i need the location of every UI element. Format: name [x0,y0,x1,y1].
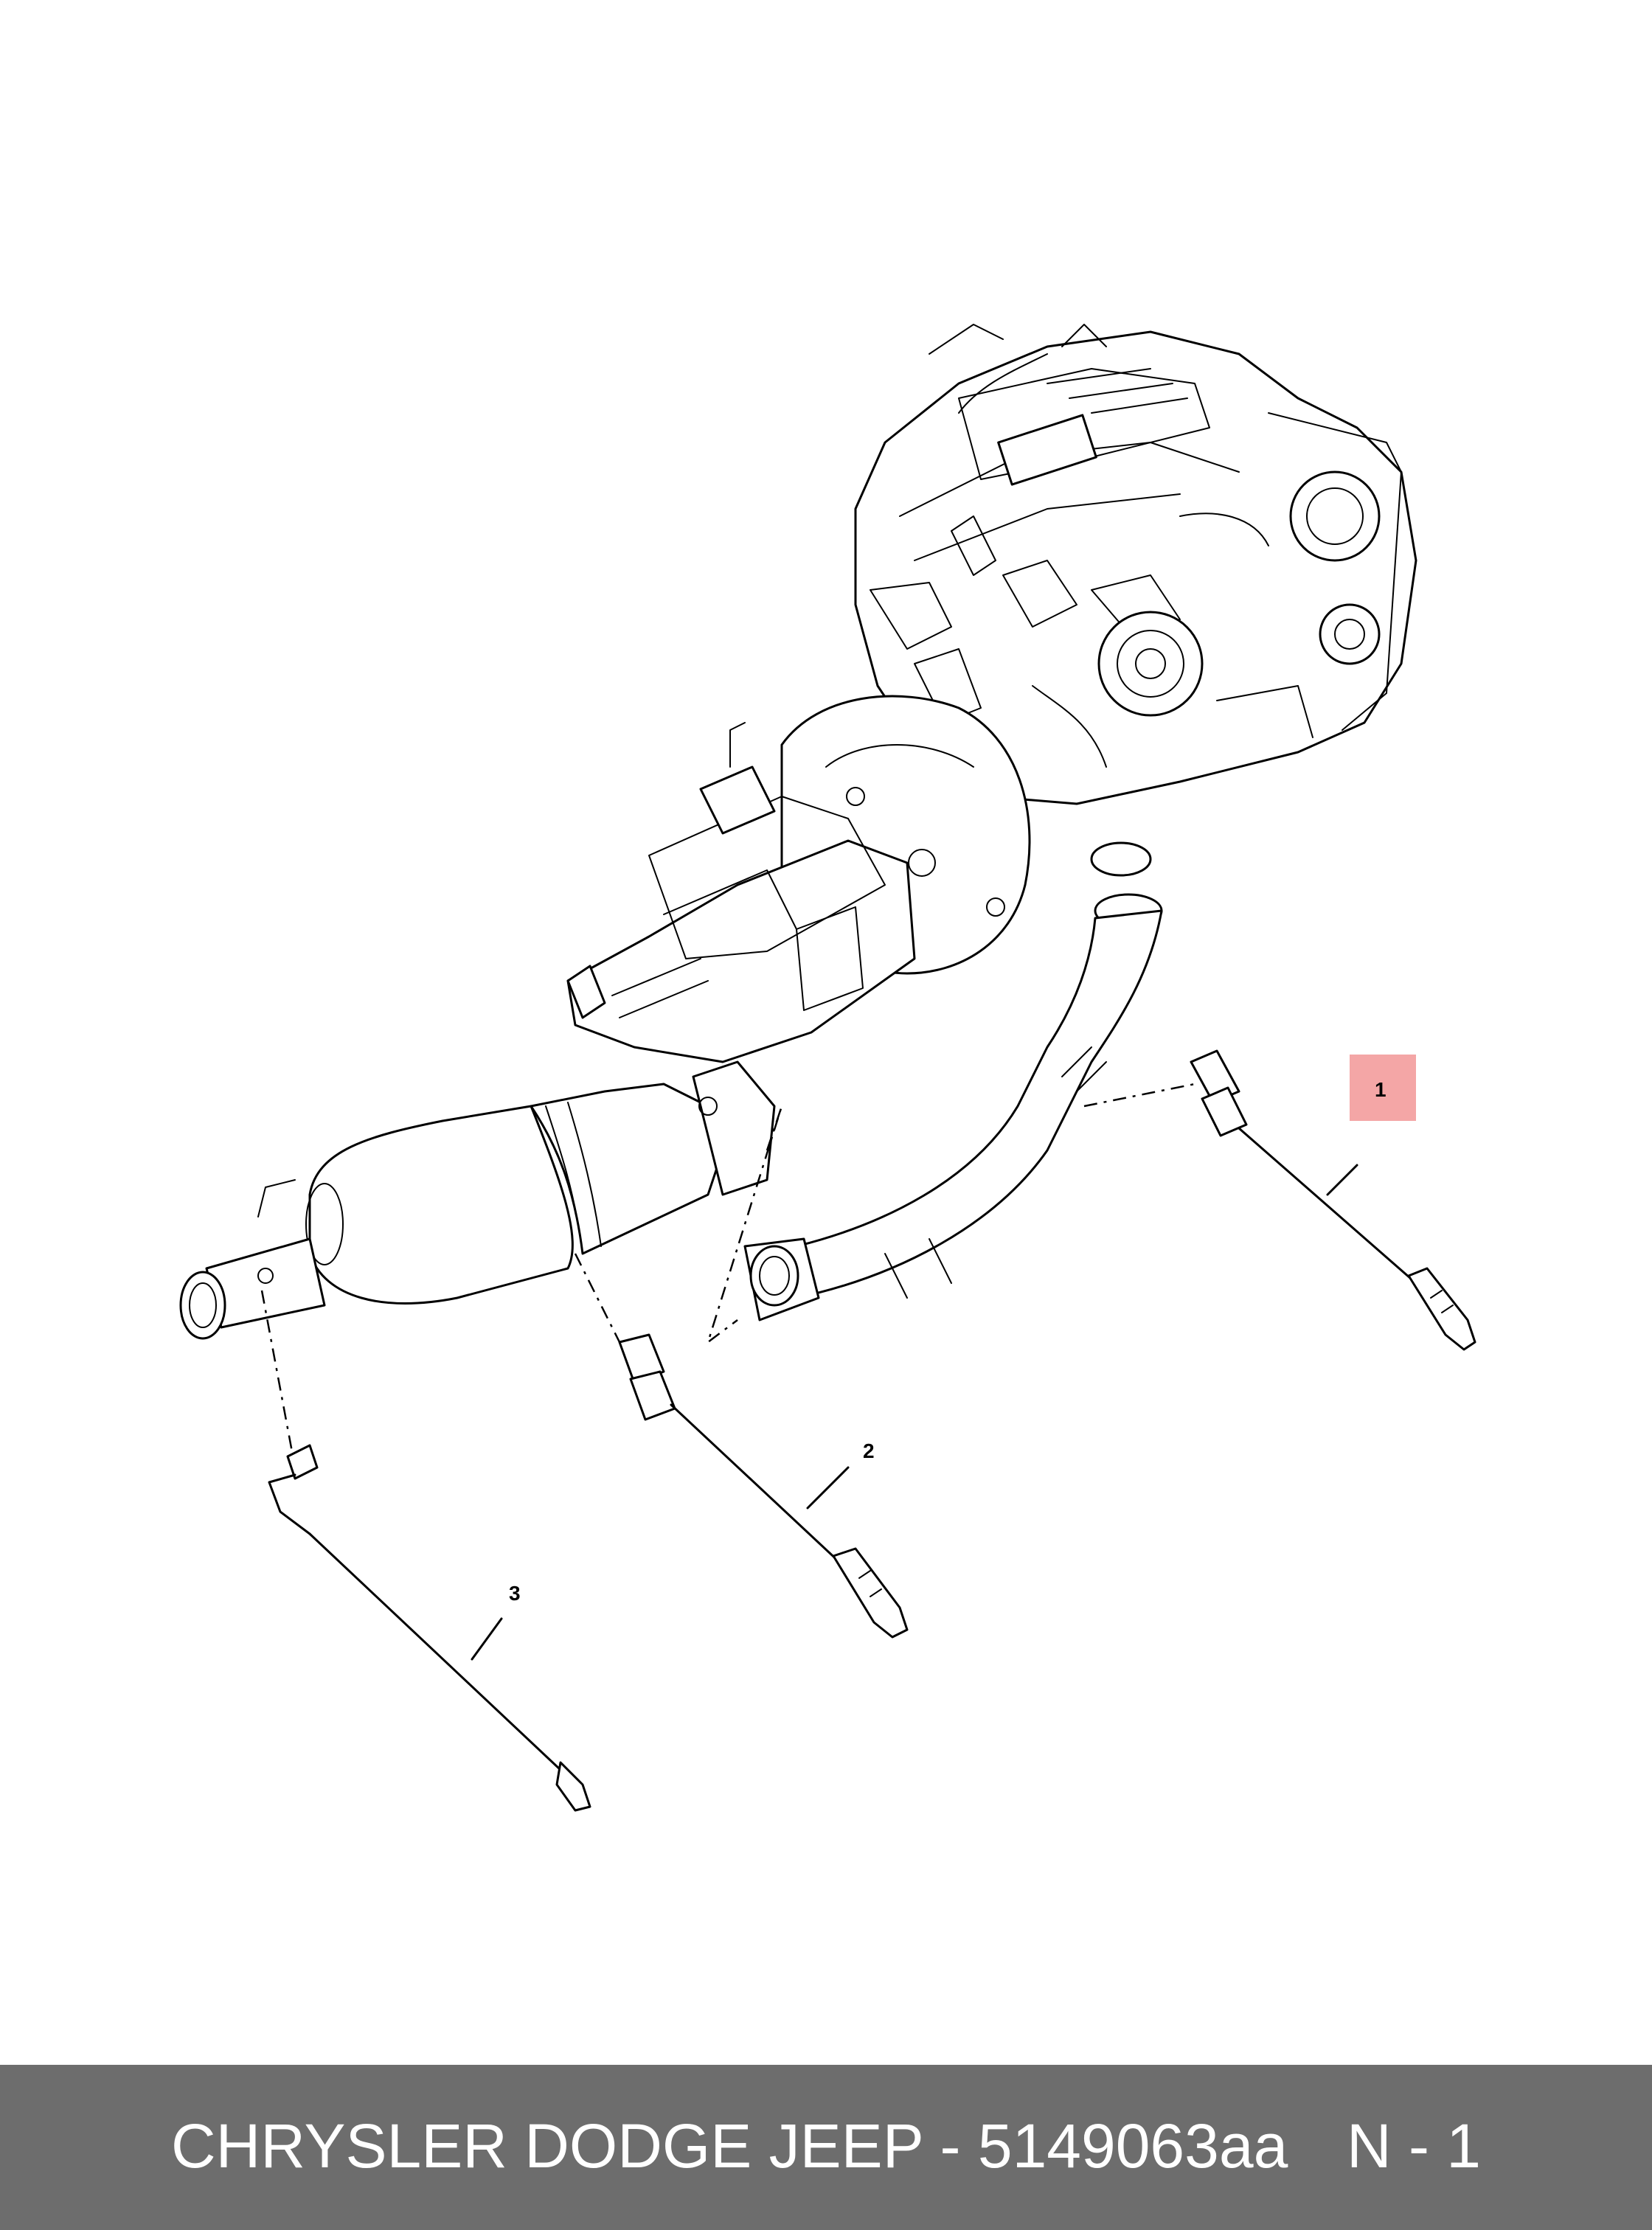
callout-3-label: 3 [509,1582,521,1605]
callout-1-label: 1 [1375,1078,1386,1101]
sensor-1 [1190,1049,1476,1351]
downpipe [743,841,1195,1321]
footer-title: CHRYSLER DODGE JEEP - 5149063aa [171,2111,1288,2181]
sensor-3 [268,1444,591,1812]
parts-diagram: 1 2 3 [179,324,1476,1812]
transmission [566,722,916,1063]
engine-illustration [854,324,1417,805]
sensor-2 [618,1333,909,1639]
dpf-assembly [179,1060,783,1468]
footer-page-indicator: N - 1 [1347,2111,1482,2181]
callout-2-leader [806,1466,850,1510]
callout-1-highlight [1350,1055,1416,1121]
callout-3-leader [471,1617,503,1661]
footer-bar: CHRYSLER DODGE JEEP - 5149063aa N - 1 [0,2065,1652,2230]
callout-2-label: 2 [863,1439,875,1462]
callout-1-leader [1326,1164,1358,1196]
